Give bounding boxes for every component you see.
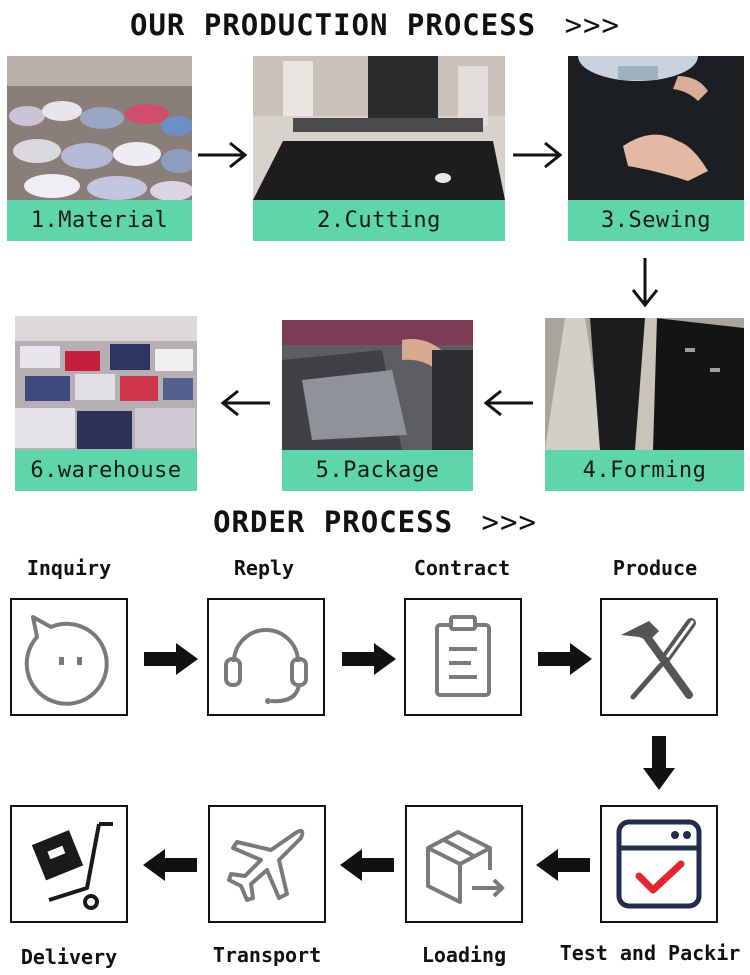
produce-box — [600, 598, 718, 716]
arrow-down-icon — [643, 736, 675, 790]
arrow-left-icon — [143, 849, 197, 881]
step-caption-warehouse: 6.warehouse — [15, 450, 197, 491]
step-label-transport: Transport — [212, 943, 322, 967]
step-label-delivery: Delivery — [20, 945, 118, 969]
inquiry-box — [10, 598, 128, 716]
arrow-left-icon — [220, 389, 270, 417]
step-label-test-and-packing: Test and Packir — [559, 941, 741, 965]
hand-truck-icon — [31, 822, 113, 910]
step-label-loading: Loading — [421, 943, 507, 967]
step-caption-package: 5.Package — [282, 450, 473, 491]
package-photo — [282, 320, 473, 450]
forming-photo — [545, 318, 744, 450]
order-title: ORDER PROCESS >>> — [0, 505, 750, 539]
arrow-left-icon — [340, 849, 394, 881]
contract-box — [404, 598, 522, 716]
arrow-right-icon — [198, 141, 248, 169]
production-title-chevrons: >>> — [564, 8, 620, 42]
step-caption-cutting: 2.Cutting — [253, 200, 505, 241]
material-photo — [7, 56, 192, 200]
arrow-right-icon — [144, 643, 198, 675]
sewing-photo — [568, 56, 744, 200]
order-title-chevrons: >>> — [481, 505, 537, 539]
reply-box — [207, 598, 325, 716]
loading-box — [405, 805, 523, 923]
arrow-left-icon — [483, 389, 533, 417]
arrow-left-icon — [536, 849, 590, 881]
step-label-produce: Produce — [612, 556, 698, 580]
production-title-text: OUR PRODUCTION PROCESS — [130, 8, 537, 42]
arrow-right-icon — [342, 643, 396, 675]
hammer-screwdriver-icon — [621, 618, 696, 700]
clipboard-icon — [435, 615, 491, 697]
box-icon — [426, 830, 505, 904]
headset-icon — [224, 628, 308, 704]
production-title: OUR PRODUCTION PROCESS >>> — [0, 8, 750, 42]
airplane-icon — [227, 828, 305, 902]
delivery-box — [10, 805, 128, 923]
step-caption-material: 1.Material — [7, 200, 192, 241]
arrow-right-icon — [513, 141, 563, 169]
step-label-contract: Contract — [413, 556, 511, 580]
arrow-right-icon — [538, 643, 592, 675]
test-pack-box — [600, 805, 718, 923]
chat-face-icon — [24, 615, 109, 706]
step-label-inquiry: Inquiry — [26, 556, 112, 580]
warehouse-photo — [15, 316, 197, 450]
order-title-text: ORDER PROCESS — [213, 505, 454, 539]
arrow-down-icon — [631, 258, 659, 308]
step-caption-sewing: 3.Sewing — [568, 200, 744, 241]
step-caption-forming: 4.Forming — [545, 450, 744, 491]
checklist-window-icon — [616, 819, 702, 909]
step-label-reply: Reply — [233, 556, 295, 580]
cutting-photo — [253, 56, 505, 200]
transport-box — [208, 805, 326, 923]
